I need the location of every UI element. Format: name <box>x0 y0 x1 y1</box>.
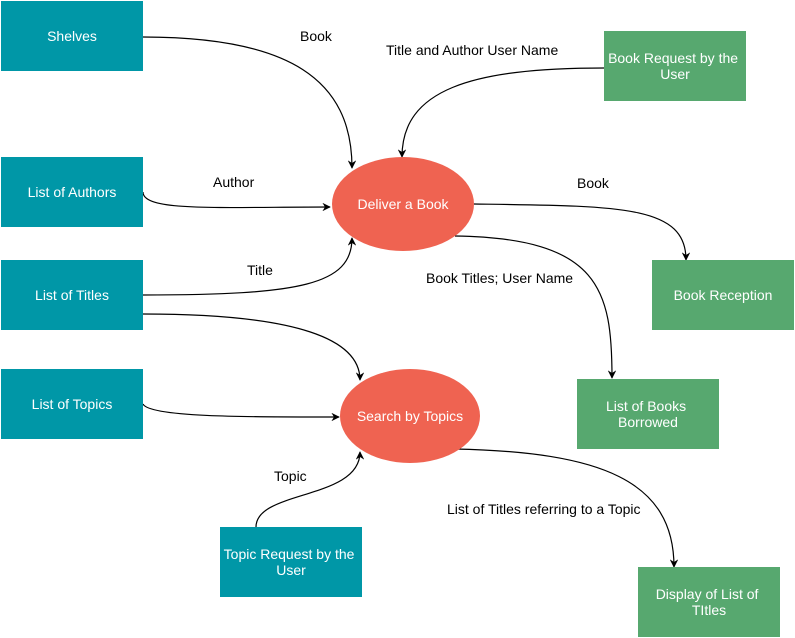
node-list-of-topics-label: List of Topics <box>32 396 113 412</box>
process-search-topics[interactable]: Search by Topics <box>340 369 480 463</box>
node-display-titles[interactable]: Display of List of TItles <box>638 567 780 637</box>
node-shelves-label: Shelves <box>47 28 97 44</box>
node-book-request-line-2: User <box>660 66 690 82</box>
node-display-titles-line-2: TItles <box>692 602 726 618</box>
edge-label-author: Author <box>213 174 255 190</box>
node-list-of-titles[interactable]: List of Titles <box>1 260 143 330</box>
process-deliver-book-label: Deliver a Book <box>357 196 449 212</box>
edge-authors-to-deliver <box>142 191 331 212</box>
node-display-titles-line-1: Display of List of <box>656 586 759 602</box>
node-book-request-box <box>604 31 746 101</box>
node-list-of-titles-box <box>1 260 143 330</box>
node-display-titles-label: Display of List of TItles <box>656 586 763 618</box>
edge-topics-to-search <box>142 403 340 422</box>
node-book-request-label: Book Request by the User <box>608 50 742 82</box>
node-display-titles-box <box>638 567 780 637</box>
node-shelves[interactable]: Shelves <box>1 1 143 71</box>
process-search-topics-shape <box>340 369 480 463</box>
edge-book-request-to-deliver <box>397 67 605 158</box>
edge-titles-to-deliver <box>142 237 357 296</box>
node-shelves-box <box>1 1 143 71</box>
edge-label-book-shelves: Book <box>300 28 333 44</box>
edge-label-topic: Topic <box>274 468 307 484</box>
edge-titles-to-search <box>142 313 365 381</box>
node-list-of-authors-label: List of Authors <box>28 184 117 200</box>
process-search-topics-label: Search by Topics <box>357 408 463 424</box>
node-book-request[interactable]: Book Request by the User <box>604 31 746 101</box>
node-list-of-topics-box <box>1 369 143 439</box>
node-list-of-authors[interactable]: List of Authors <box>1 157 143 227</box>
node-topic-request[interactable]: Topic Request by the User <box>220 527 362 597</box>
edge-label-book-reception: Book <box>577 175 610 191</box>
edge-deliver-to-borrowed <box>454 235 617 379</box>
node-list-of-topics[interactable]: List of Topics <box>1 369 143 439</box>
node-topic-request-line-1: Topic Request by the <box>224 546 355 562</box>
edge-labels: Book Title and Author User Name Author B… <box>213 28 641 517</box>
node-topic-request-box <box>220 527 362 597</box>
node-list-books-borrowed-box <box>577 379 719 449</box>
node-list-books-borrowed-line-2: Borrowed <box>618 414 678 430</box>
edge-label-title: Title <box>247 262 273 278</box>
node-book-reception[interactable]: Book Reception <box>652 260 794 330</box>
edge-label-titles-topic: List of Titles referring to a Topic <box>447 501 641 517</box>
node-list-of-titles-label: List of Titles <box>35 287 109 303</box>
node-list-books-borrowed-line-1: List of Books <box>606 398 686 414</box>
node-list-of-authors-box <box>1 157 143 227</box>
process-deliver-book[interactable]: Deliver a Book <box>332 157 474 251</box>
node-list-books-borrowed-label: List of Books Borrowed <box>606 398 690 430</box>
node-book-reception-label: Book Reception <box>674 287 773 303</box>
edge-label-book-titles-user: Book Titles; User Name <box>426 270 573 286</box>
node-topic-request-line-2: User <box>276 562 306 578</box>
node-list-books-borrowed[interactable]: List of Books Borrowed <box>577 379 719 449</box>
edge-topic-request-to-search <box>255 451 365 528</box>
process-deliver-book-shape <box>332 157 474 251</box>
edge-shelves-to-deliver <box>142 36 357 169</box>
edge-label-title-author-user: Title and Author User Name <box>386 42 558 58</box>
edges <box>142 36 691 568</box>
node-book-request-line-1: Book Request by the <box>608 50 738 66</box>
node-book-reception-box <box>652 260 794 330</box>
edge-search-to-display <box>454 448 679 568</box>
edge-deliver-to-reception <box>473 203 691 261</box>
node-topic-request-label: Topic Request by the User <box>224 546 359 578</box>
